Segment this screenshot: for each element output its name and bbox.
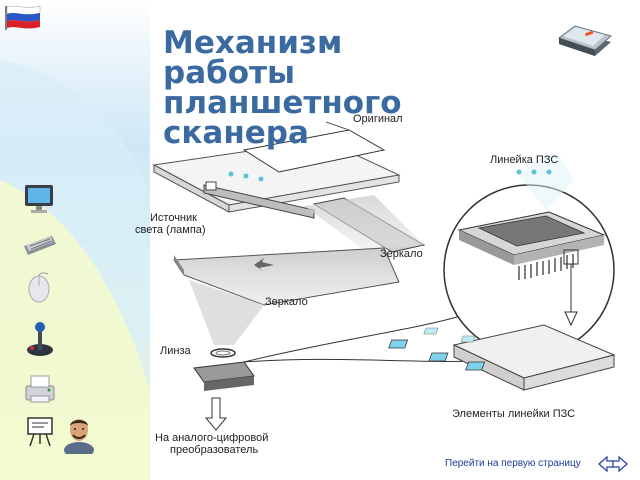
first-page-link[interactable]: Перейти на первую страницу [445, 458, 581, 469]
keyboard-icon[interactable] [22, 228, 58, 262]
scanner-icon[interactable] [555, 16, 613, 60]
left-decorative-band [0, 0, 150, 480]
adc-arrow [204, 397, 228, 431]
label-adc-1: На аналого-цифровой [155, 432, 269, 444]
mouse-icon[interactable] [22, 271, 58, 305]
label-light-source-2: света (лампа) [135, 224, 206, 236]
label-original: Оригинал [353, 113, 403, 125]
label-ccd-line: Линейка ПЗС [490, 154, 559, 166]
page-title: Механизм работы планшетного сканера [163, 25, 463, 151]
title-line-2: работы [163, 55, 296, 91]
label-lens: Линза [160, 345, 191, 357]
joystick-icon[interactable] [22, 318, 58, 358]
scanner-mechanism-diagram [152, 121, 616, 431]
ccd-elements-array [388, 324, 616, 391]
label-adc-2: преобразователь [170, 444, 259, 456]
ccd-line-chip-large [457, 155, 606, 327]
light-cone-to-lens [189, 280, 264, 345]
printer-icon[interactable] [22, 372, 58, 406]
label-mirror-1: Зеркало [380, 248, 423, 260]
left-wave-decoration [0, 60, 150, 480]
original-document [242, 121, 386, 173]
russian-flag-icon[interactable] [4, 4, 42, 30]
title-line-1: Механизм [163, 25, 343, 61]
label-ccd-elements: Элементы линейки ПЗС [452, 408, 576, 420]
second-mirror-beam [173, 247, 400, 306]
lens [210, 348, 236, 358]
title-line-4: сканера [163, 115, 309, 151]
first-mirror [304, 195, 426, 253]
title-line-3: планшетного [163, 85, 402, 121]
monitor-icon[interactable] [22, 183, 58, 217]
label-mirror-2: Зеркало [265, 296, 308, 308]
ccd-chip-small [193, 361, 255, 391]
easel-icon[interactable] [22, 414, 58, 448]
label-light-source-1: Источник [150, 212, 197, 224]
nav-arrows-icon[interactable] [597, 454, 629, 474]
teacher-avatar-icon[interactable] [62, 414, 96, 454]
light-source-lamp [203, 171, 315, 219]
